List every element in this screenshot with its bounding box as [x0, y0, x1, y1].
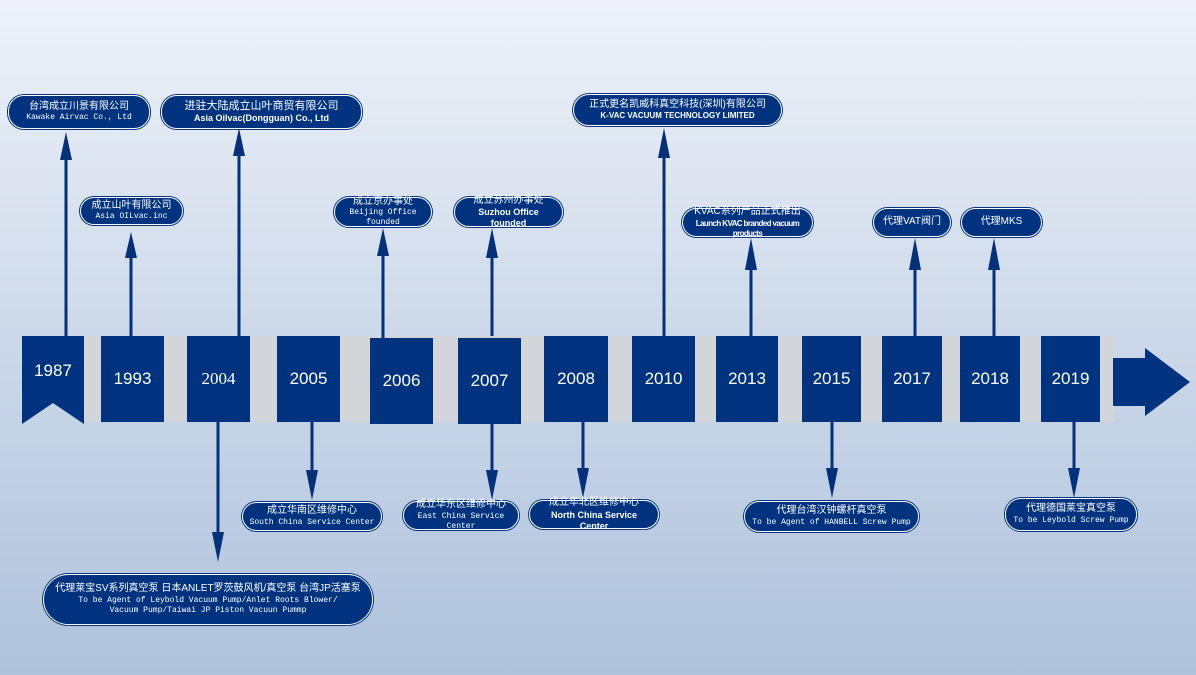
event-2007-bottom-cn: 成立华东区维修中心	[416, 499, 506, 511]
arrowhead-2015	[826, 468, 838, 498]
event-2013: KVAC系列产品正式推出 Launch KVAC branded vacuum …	[682, 206, 813, 238]
year-2019: 2019	[1041, 336, 1100, 422]
event-2018: 代理MKS	[961, 208, 1042, 237]
event-2008-en: North China Service Center	[550, 509, 638, 531]
year-2013: 2013	[716, 336, 778, 422]
arrowhead-2007-down	[486, 470, 498, 500]
event-2007-top: 成立苏州办事处 Suzhou Office founded	[454, 194, 563, 229]
event-2010-cn: 正式更名凯威科真空科技(深圳)有限公司	[589, 98, 766, 110]
year-1987: 1987	[34, 361, 72, 380]
event-2004-top-en: Asia Oilvac(Dongguan) Co., Ltd	[193, 113, 329, 124]
event-2018-cn: 代理MKS	[980, 216, 1023, 228]
event-2007-top-en: Suzhou Office founded	[478, 207, 539, 229]
year-1993: 1993	[101, 336, 164, 422]
event-2004-top: 进驻大陆成立山叶商贸有限公司 Asia Oilvac(Dongguan) Co.…	[161, 95, 362, 129]
event-2013-en: Launch KVAC branded vacuum products	[695, 218, 800, 238]
event-2006-cn: 成立京办事处	[353, 195, 413, 207]
arrowhead-2019	[1068, 468, 1080, 498]
year-1987-ribbon	[22, 336, 84, 424]
event-1993: 成立山叶有限公司 Asia OILvac.inc	[80, 197, 183, 225]
event-1987-en: Kawake Airvac Co., Ltd	[26, 113, 132, 123]
event-2008-cn: 成立华北区维修中心	[549, 497, 639, 508]
event-2004-top-cn: 进驻大陆成立山叶商贸有限公司	[184, 99, 339, 112]
arrowhead-2018	[988, 238, 1000, 270]
event-2010: 正式更名凯威科真空科技(深圳)有限公司 K-VAC VACUUM TECHNOL…	[573, 94, 782, 126]
year-2008: 2008	[544, 336, 608, 422]
arrowhead-2006	[377, 228, 389, 256]
year-2017: 2017	[882, 336, 942, 422]
event-1993-cn: 成立山叶有限公司	[91, 199, 172, 211]
event-2017-cn: 代理VAT阀门	[883, 216, 941, 228]
event-2019-en: To be Leybold Screw Pump	[1013, 515, 1129, 525]
arrowhead-1993	[125, 232, 137, 258]
year-2007: 2007	[458, 338, 521, 424]
year-2005: 2005	[277, 336, 340, 422]
arrowhead-2010	[658, 128, 670, 158]
arrowhead-2008	[577, 468, 589, 498]
event-1987-cn: 台湾成立川景有限公司	[29, 100, 129, 112]
event-2004-bottom-en1: To be Agent of Leybold Vacuum Pump/Anlet…	[78, 595, 338, 605]
year-2018: 2018	[960, 336, 1020, 422]
event-2004-bottom-en2: Vacuum Pump/Taiwai JP Piston Vacuun Pumm…	[109, 605, 307, 615]
year-2006: 2006	[370, 338, 433, 424]
event-2013-cn: KVAC系列产品正式推出	[694, 206, 801, 218]
arrowhead-2004-down	[212, 532, 224, 562]
arrowhead-1987	[60, 132, 72, 160]
event-2005: 成立华南区维修中心 South China Service Center	[242, 502, 382, 531]
event-2008: 成立华北区维修中心 North China Service Center	[529, 497, 659, 531]
event-1993-en: Asia OILvac.inc	[95, 212, 168, 222]
event-2007-bottom-en: East China Service Center	[417, 511, 505, 531]
event-2004-bottom-cn: 代理莱宝SV系列真空泵 日本ANLET罗茨鼓风机/真空泵 台湾JP活塞泵	[55, 583, 361, 595]
event-2004-bottom: 代理莱宝SV系列真空泵 日本ANLET罗茨鼓风机/真空泵 台湾JP活塞泵 To …	[43, 574, 373, 625]
arrowhead-2004-up	[233, 128, 245, 156]
event-2017: 代理VAT阀门	[873, 208, 951, 237]
arrowhead-2005	[306, 470, 318, 500]
timeline-end-arrow	[1113, 348, 1190, 416]
event-2005-en: South China Service Center	[249, 517, 375, 527]
year-2004: 2004	[187, 336, 250, 422]
year-2015: 2015	[802, 336, 861, 422]
event-2005-cn: 成立华南区维修中心	[267, 505, 357, 517]
event-2015-en: To be Agent of HANBELL Screw Pump	[752, 517, 911, 527]
event-2015-cn: 代理台湾汉钟螺杆真空泵	[776, 505, 887, 517]
event-2019: 代理德国莱宝真空泵 To be Leybold Screw Pump	[1005, 498, 1137, 531]
event-2007-top-cn: 成立苏州办事处	[473, 194, 544, 206]
event-2010-en: K-VAC VACUUM TECHNOLOGY LIMITED	[600, 111, 755, 121]
event-2007-bottom: 成立华东区维修中心 East China Service Center	[403, 499, 519, 531]
arrowhead-2007-up	[486, 228, 498, 258]
event-1987: 台湾成立川景有限公司 Kawake Airvac Co., Ltd	[8, 95, 150, 129]
event-2006-en: Beijing Office founded	[349, 208, 417, 228]
event-2015: 代理台湾汉钟螺杆真空泵 To be Agent of HANBELL Screw…	[744, 501, 919, 532]
event-2019-cn: 代理德国莱宝真空泵	[1026, 503, 1116, 515]
arrowhead-2013	[745, 238, 757, 270]
event-2006: 成立京办事处 Beijing Office founded	[334, 195, 432, 228]
arrowhead-2017	[909, 238, 921, 270]
year-2010: 2010	[632, 336, 695, 422]
